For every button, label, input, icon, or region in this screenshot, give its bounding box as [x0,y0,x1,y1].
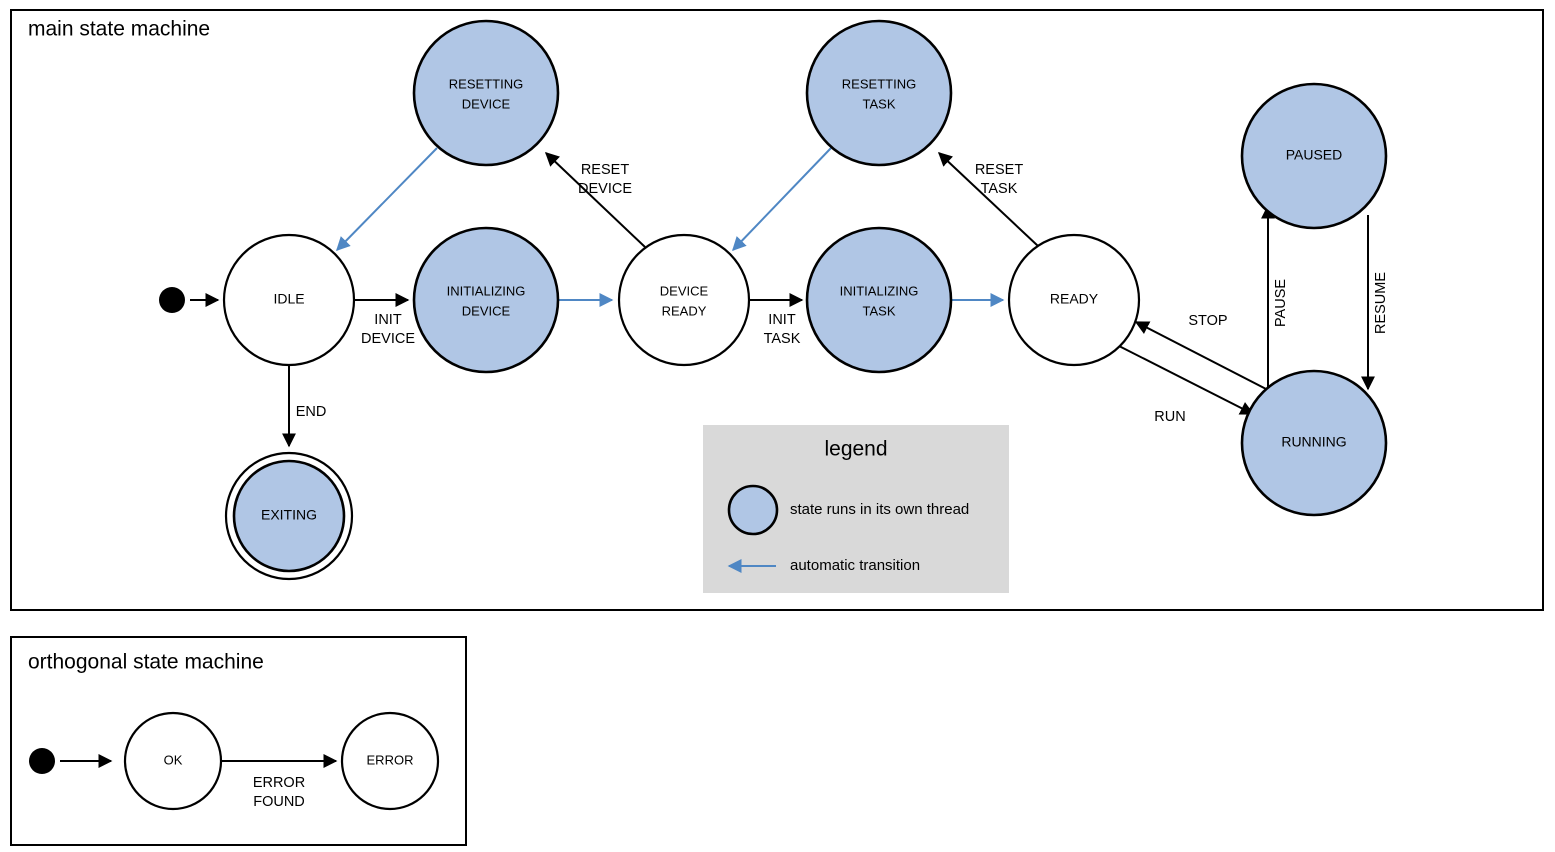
state-resetting-device[interactable]: RESETTING DEVICE [412,19,560,167]
state-exiting-label: EXITING [261,507,317,523]
state-initializing-task-label-line1: INITIALIZING [840,283,919,298]
edge-label-reset-device-line2: DEVICE [578,181,632,197]
edge-label-init-task-line1: INIT [768,312,796,328]
state-resetting-task-label-line2: TASK [863,96,896,111]
state-running-circle[interactable] [1240,369,1388,517]
state-device-ready-circle[interactable] [617,233,751,367]
edge-label-resume: RESUME [1373,272,1389,334]
transition-resetting-device-to-idle [336,147,438,251]
edge-label-stop: STOP [1188,313,1227,329]
edge-label-init-task-line2: TASK [764,331,801,347]
state-idle-circle[interactable] [222,233,356,367]
state-initializing-device-circle[interactable] [412,226,560,374]
initial-state-dot-main [159,287,185,313]
legend-thread-state-icon [727,484,779,536]
state-ready[interactable]: READY [1007,233,1141,367]
legend-item-thread-state-text: state runs in its own thread [790,501,969,518]
edge-label-reset-device-line1: RESET [581,162,629,178]
initial-state-dot-orthogonal [29,748,55,774]
edge-label-run: RUN [1154,409,1185,425]
transition-resetting-task-to-device-ready [732,147,832,252]
main-states: IDLE INITIALIZING DEVICE RESETTING DEVIC… [159,19,1388,581]
state-ok[interactable]: OK [123,711,223,811]
state-paused-label: PAUSED [1286,147,1343,163]
legend: legend state runs in its own thread auto… [703,425,1009,593]
transition-ready-to-resetting-task [937,152,1039,247]
transition-running-to-ready [1134,321,1269,391]
state-paused-circle[interactable] [1240,82,1388,230]
state-resetting-device-label-line2: DEVICE [462,96,511,111]
legend-item-automatic-transition-text: automatic transition [790,557,920,574]
state-ready-label: READY [1050,291,1099,307]
state-error-circle[interactable] [340,711,440,811]
state-resetting-task-label-line1: RESETTING [842,76,916,91]
state-resetting-device-circle[interactable] [412,19,560,167]
state-paused[interactable]: PAUSED [1240,82,1388,230]
state-exiting-circle[interactable] [232,459,346,573]
edge-label-init-device-line1: INIT [374,312,402,328]
edge-label-pause: PAUSE [1273,279,1289,327]
state-ready-circle[interactable] [1007,233,1141,367]
orthogonal-state-machine-frame: orthogonal state machine ERROR FOUND OK … [10,636,467,846]
edge-label-reset-task-line1: RESET [975,162,1023,178]
state-error[interactable]: ERROR [340,711,440,811]
state-initializing-device[interactable]: INITIALIZING DEVICE [412,226,560,374]
state-resetting-task-circle[interactable] [805,19,953,167]
state-initializing-device-label-line2: DEVICE [462,303,511,318]
orthogonal-frame-title: orthogonal state machine [28,651,264,674]
edge-label-error-found-line1: ERROR [253,775,305,791]
edge-label-error-found-line2: FOUND [253,794,305,810]
state-ok-label: OK [164,752,183,767]
state-idle[interactable]: IDLE [222,233,356,367]
state-idle-label: IDLE [273,291,304,307]
state-resetting-task[interactable]: RESETTING TASK [805,19,953,167]
state-device-ready[interactable]: DEVICE READY [617,233,751,367]
edge-label-reset-task-line2: TASK [981,181,1018,197]
state-running-label: RUNNING [1281,434,1346,450]
state-resetting-device-label-line1: RESETTING [449,76,523,91]
state-initializing-task-circle[interactable] [805,226,953,374]
transition-device-ready-to-resetting-device [544,152,646,248]
legend-title: legend [824,438,887,461]
state-device-ready-label-line1: DEVICE [660,283,709,298]
state-device-ready-label-line2: READY [662,303,707,318]
state-initializing-task[interactable]: INITIALIZING TASK [805,226,953,374]
main-frame-title: main state machine [28,18,210,41]
edge-label-init-device-line2: DEVICE [361,331,415,347]
state-error-label: ERROR [367,752,414,767]
main-transitions: INIT DEVICE RESET DEVICE INIT TASK RESET… [190,147,1389,448]
edge-label-end: END [296,404,327,420]
state-initializing-device-label-line1: INITIALIZING [447,283,526,298]
state-initializing-task-label-line2: TASK [863,303,896,318]
transition-ready-to-running [1118,345,1255,415]
state-exiting[interactable]: EXITING [224,451,354,581]
state-exiting-outer-ring [224,451,354,581]
state-running[interactable]: RUNNING [1240,369,1388,517]
state-ok-circle[interactable] [123,711,223,811]
